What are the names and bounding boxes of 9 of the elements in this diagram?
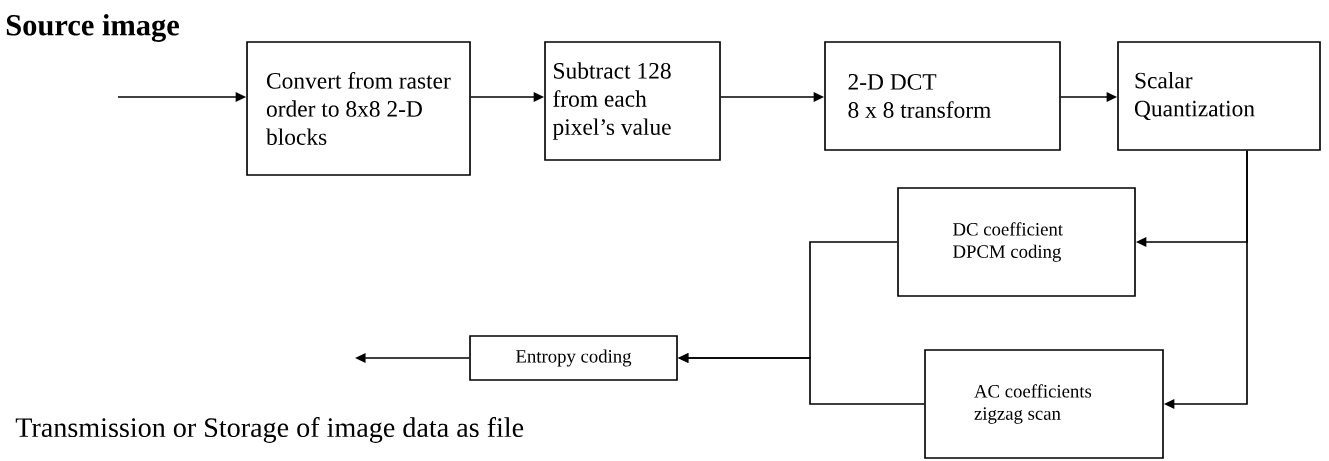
process-box: Subtract 128 from each pixel’s value <box>544 41 721 161</box>
process-box: Scalar Quantization <box>1117 41 1321 151</box>
caption: Transmission or Storage of image data as file <box>15 417 524 443</box>
process-box: Convert from raster order to 8x8 2-D blocks <box>246 41 471 176</box>
process-box: AC coefficients zigzag scan <box>924 349 1164 459</box>
heading: Source image <box>6 14 179 42</box>
process-box: DC coefficient DPCM coding <box>897 187 1136 297</box>
process-box: 2-D DCT 8 x 8 transform <box>824 41 1061 151</box>
process-box: Entropy coding <box>469 335 678 381</box>
